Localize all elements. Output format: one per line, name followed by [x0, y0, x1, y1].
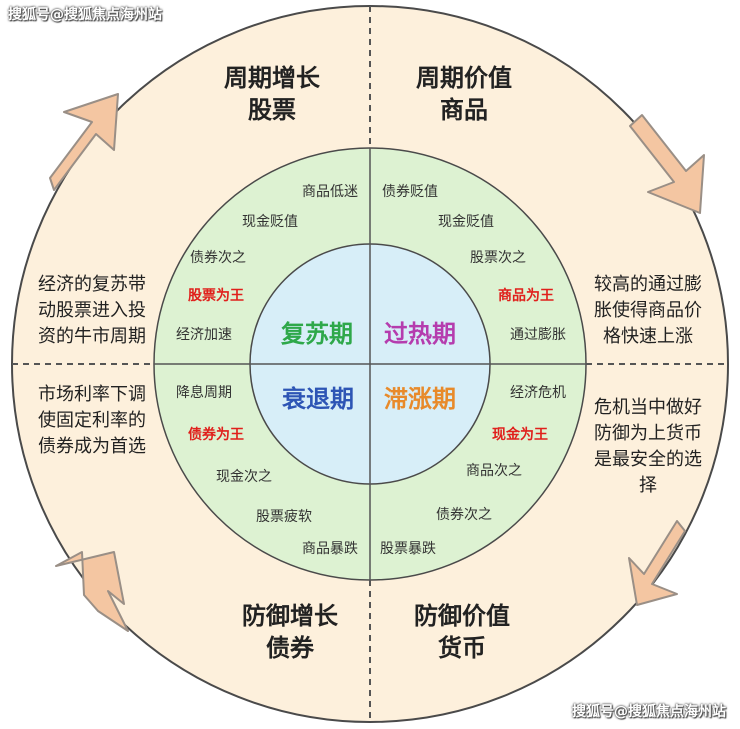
watermark-bottom: 搜狐号@搜狐焦点海州站 — [572, 704, 726, 720]
item-top-left-5: 经济加速 — [176, 327, 232, 343]
item-bottom-right-1: 经济危机 — [510, 385, 566, 401]
note-right-top-3: 格快速上涨 — [603, 326, 693, 347]
title-bottom-left-line2: 债券 — [266, 634, 315, 662]
item-bottom-right-5: 股票暴跌 — [380, 541, 436, 557]
item-bottom-right-2: 现金为王 — [492, 426, 548, 443]
item-top-left-4: 股票为王 — [188, 287, 244, 304]
items-bottom-left: 降息周期 债券为王 现金次之 股票疲软 商品暴跌 — [176, 384, 358, 557]
arrow-bottom-right — [628, 520, 686, 606]
phase-recovery: 复苏期 — [280, 320, 353, 348]
watermark-top: 搜狐号@搜狐焦点海州站 — [8, 7, 162, 23]
note-left-top-2: 动股票进入投 — [38, 300, 146, 321]
note-right-bottom-1: 危机当中做好 — [594, 397, 702, 418]
item-bottom-left-1: 降息周期 — [176, 384, 232, 401]
item-bottom-right-4: 债券次之 — [436, 507, 492, 523]
title-top-right-line1: 周期价值 — [416, 64, 512, 92]
item-bottom-left-2: 债券为王 — [188, 426, 244, 443]
item-top-right-1: 债券贬值 — [382, 184, 438, 200]
items-top-right: 债券贬值 现金贬值 股票次之 商品为王 通过膨胀 — [382, 184, 566, 343]
inner-dividers — [154, 148, 586, 580]
item-top-right-2: 现金贬值 — [438, 214, 494, 230]
phase-stagflation: 滞涨期 — [384, 385, 456, 413]
title-bottom-right-line2: 货币 — [438, 634, 486, 662]
arrow-bottom-left — [55, 551, 129, 632]
quadrant-titles: 周期增长 股票 周期价值 商品 防御增长 债券 防御价值 货币 — [224, 64, 512, 662]
title-bottom-right-line1: 防御价值 — [414, 602, 510, 630]
arrow-top-right — [629, 114, 705, 214]
item-bottom-left-4: 股票疲软 — [256, 508, 312, 525]
item-top-left-2: 现金贬值 — [242, 214, 298, 230]
item-top-right-3: 股票次之 — [470, 250, 526, 266]
title-top-left-line1: 周期增长 — [224, 64, 321, 92]
outer-dividers — [12, 6, 728, 722]
note-right-bottom-4: 择 — [639, 475, 657, 496]
title-bottom-left-line1: 防御增长 — [242, 602, 339, 630]
item-bottom-left-5: 商品暴跌 — [302, 541, 358, 557]
phase-overheat: 过热期 — [384, 320, 456, 348]
item-top-left-1: 商品低迷 — [302, 184, 358, 200]
note-right-top-2: 胀使得商品价 — [594, 300, 702, 321]
note-right-bottom-2: 防御为上货币 — [594, 423, 702, 444]
arrow-top-left — [49, 93, 119, 191]
item-bottom-left-3: 现金次之 — [216, 469, 272, 485]
note-left-top-3: 资的牛市周期 — [38, 326, 146, 347]
side-notes: 经济的复苏带 动股票进入投 资的牛市周期 市场利率下调 使固定利率的 债券成为首… — [38, 274, 702, 496]
item-top-left-3: 债券次之 — [190, 250, 246, 266]
note-left-bottom-3: 债券成为首选 — [38, 436, 146, 457]
note-left-bottom-1: 市场利率下调 — [38, 384, 146, 405]
items-bottom-right: 经济危机 现金为王 商品次之 债券次之 股票暴跌 — [380, 385, 566, 557]
items-top-left: 商品低迷 现金贬值 债券次之 股票为王 经济加速 — [176, 184, 358, 343]
note-right-bottom-3: 是最安全的选 — [594, 449, 702, 470]
item-top-right-4: 商品为王 — [498, 287, 554, 304]
title-top-right-line2: 商品 — [440, 96, 488, 124]
note-right-top-1: 较高的通过膨 — [594, 274, 702, 295]
item-bottom-right-3: 商品次之 — [466, 463, 522, 479]
note-left-top-1: 经济的复苏带 — [38, 274, 146, 295]
phase-labels: 复苏期 过热期 衰退期 滞涨期 — [280, 320, 456, 413]
item-top-right-5: 通过膨胀 — [510, 326, 566, 343]
note-left-bottom-2: 使固定利率的 — [38, 410, 146, 431]
phase-recession: 衰退期 — [281, 385, 354, 413]
title-top-left-line2: 股票 — [248, 96, 296, 124]
